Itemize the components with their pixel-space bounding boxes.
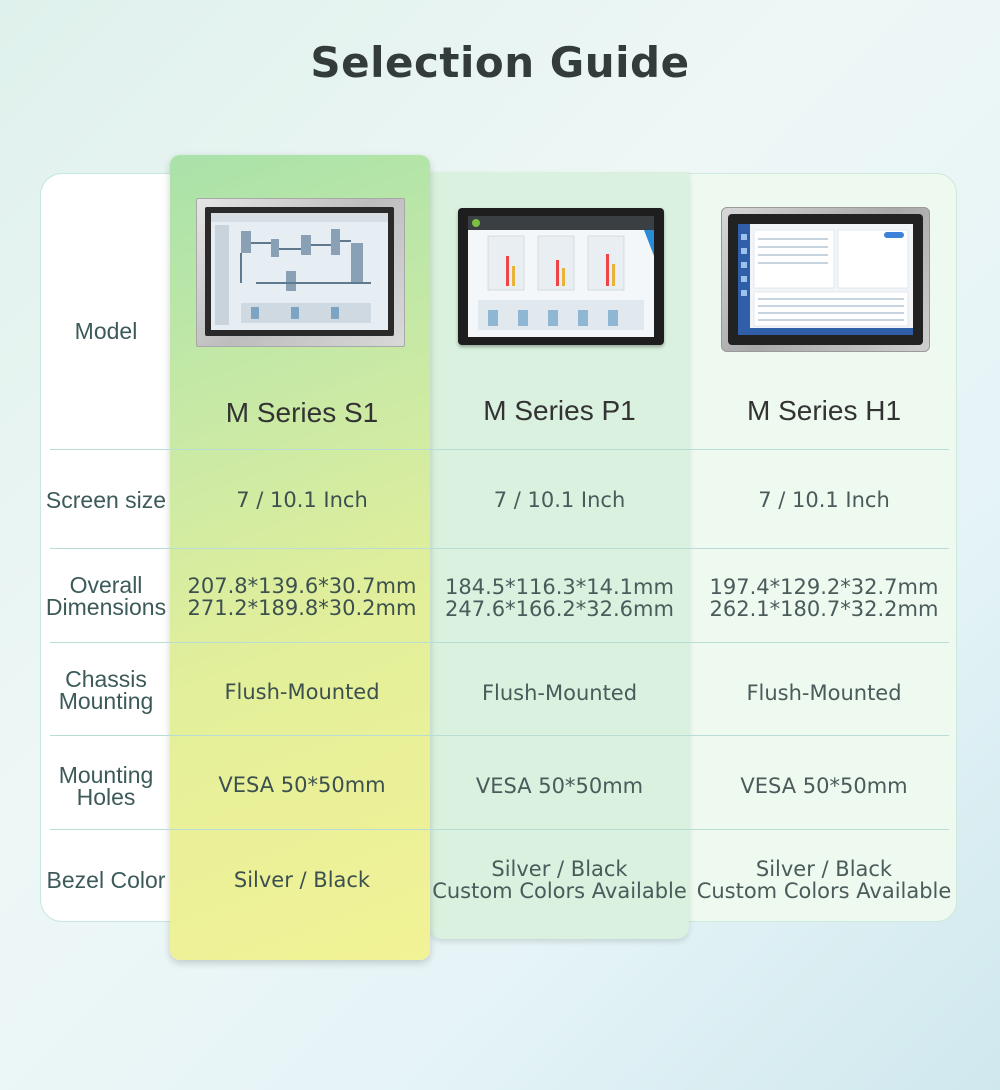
row-divider [50,735,949,736]
hmi-screen-icon [468,216,654,337]
row-label-chassis: Chassis Mounting [40,666,172,714]
dimension-line: 207.8*139.6*30.7mm [187,574,417,598]
screen-size-p1: 7 / 10.1 Inch [493,488,626,512]
dimension-line: 262.1*180.7*32.2mm [709,597,939,621]
row-label-screen-size: Screen size [45,487,167,513]
row-label-dimensions: Overall Dimensions [40,572,172,620]
product-image-h1 [721,207,930,352]
dimensions-s1: 207.8*139.6*30.7mm 271.2*189.8*30.2mm [172,573,432,621]
screen-size-s1: 7 / 10.1 Inch [236,488,368,512]
holes-p1: VESA 50*50mm [475,774,644,798]
bezel-h1: Silver / Black Custom Colors Available [690,856,958,904]
hmi-screen-icon [738,224,913,335]
row-label-model: Model [74,318,138,344]
row-divider [50,642,949,643]
dimension-line: 184.5*116.3*14.1mm [445,575,674,599]
row-divider [50,449,949,450]
bezel-line: Silver / Black [491,857,628,881]
row-label-line: Dimensions [45,594,167,620]
bezel-line: Custom Colors Available [432,879,687,903]
page-title: Selection Guide [310,38,690,87]
chassis-h1: Flush-Mounted [746,681,902,705]
bezel-s1: Silver / Black [172,860,432,900]
dimensions-p1: 184.5*116.3*14.1mm 247.6*166.2*32.6mm [430,574,689,622]
holes-h1: VESA 50*50mm [740,774,908,798]
row-divider [50,548,949,549]
row-label-line: Overall [69,572,143,598]
dimension-line: 197.4*129.2*32.7mm [709,575,939,599]
model-name-s1: M Series S1 [225,397,379,428]
model-name-h1: M Series H1 [746,395,902,426]
product-image-s1 [196,198,405,347]
row-divider [50,829,949,830]
row-label-line: Mounting [58,688,154,714]
chassis-p1: Flush-Mounted [481,681,638,705]
screen-size-h1: 7 / 10.1 Inch [758,488,890,512]
bezel-line: Silver / Black [233,868,371,892]
dimension-line: 247.6*166.2*32.6mm [445,597,674,621]
hmi-screen-icon [211,213,388,330]
dimension-line: 271.2*189.8*30.2mm [187,596,417,620]
row-label-holes: Mounting Holes [40,762,172,810]
bezel-p1: Silver / Black Custom Colors Available [430,856,689,904]
row-label-bezel: Bezel Color [46,867,166,893]
bezel-line: Silver / Black [755,857,893,881]
row-label-line: Chassis [65,666,147,692]
product-image-p1 [458,208,664,345]
row-label-line: Holes [76,784,136,810]
model-name-p1: M Series P1 [483,395,636,426]
row-label-line: Mounting [58,762,154,788]
bezel-line: Custom Colors Available [696,879,952,903]
chassis-s1: Flush-Mounted [224,680,380,704]
holes-s1: VESA 50*50mm [218,773,386,797]
dimensions-h1: 197.4*129.2*32.7mm 262.1*180.7*32.2mm [690,574,958,622]
